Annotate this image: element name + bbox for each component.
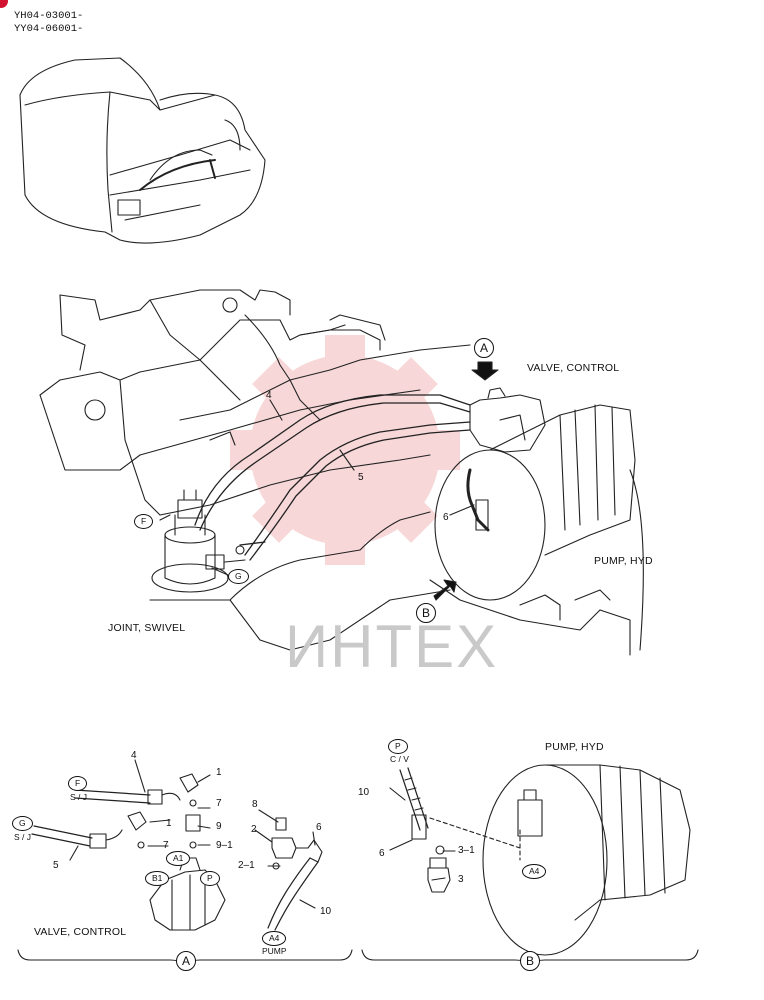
hose-4-label: 4 xyxy=(266,390,272,401)
detail-b-item-3: 3 xyxy=(458,874,464,885)
pump-sketch xyxy=(434,387,644,651)
detail-a-f-sub: S / J xyxy=(70,792,88,802)
detail-b-sketch xyxy=(399,764,691,956)
detail-b-item-10: 10 xyxy=(358,787,370,798)
port-g-callout: G xyxy=(228,569,249,584)
detail-a-item-7a: 7 xyxy=(216,798,222,809)
detail-a-item-1a: 1 xyxy=(216,767,222,778)
joint-swivel-label: JOINT, SWIVEL xyxy=(108,622,186,634)
detail-a-g-callout: G xyxy=(12,816,33,831)
swivel-joint-sketch xyxy=(151,489,246,593)
detail-a-a1-callout: A1 xyxy=(166,851,191,866)
detail-a-item-8: 8 xyxy=(252,799,258,810)
detail-a-item-9-1: 9–1 xyxy=(216,840,233,851)
serial-range: YH04-03001- YY04-06001- xyxy=(14,10,83,36)
serial-line-1: YH04-03001- xyxy=(14,10,84,22)
view-a-marker: A xyxy=(474,338,494,358)
detail-a-title: VALVE, CONTROL xyxy=(34,926,127,938)
detail-a-g-sub: S / J xyxy=(14,832,32,842)
view-a-arrow-icon xyxy=(471,361,499,381)
detail-b-p-sub: C / V xyxy=(390,754,409,764)
detail-a-view-marker: A xyxy=(176,951,196,971)
detail-a-item-5: 5 xyxy=(53,860,59,871)
hose-5-label: 5 xyxy=(358,472,364,483)
detail-a-item-2: 2 xyxy=(251,824,257,835)
detail-a-a4-callout: A4 xyxy=(262,931,287,946)
serial-line-2: YY04-06001- xyxy=(14,23,84,35)
main-frame-sketch xyxy=(39,289,631,656)
detail-b-item-3-1: 3–1 xyxy=(458,845,475,856)
detail-a-b1-callout: B1 xyxy=(145,871,170,886)
detail-a-p-callout: P xyxy=(200,871,220,886)
detail-b-item-6: 6 xyxy=(379,848,385,859)
corner-marker xyxy=(0,0,8,8)
excavator-overview-sketch xyxy=(19,57,266,244)
port-f-callout: F xyxy=(134,514,154,529)
detail-a-a4-sub: PUMP xyxy=(262,946,287,956)
detail-b-view-marker: B xyxy=(520,951,540,971)
detail-a-sketch xyxy=(31,759,456,931)
pump-hyd-label: PUMP, HYD xyxy=(594,555,653,567)
detail-a-item-10: 10 xyxy=(320,906,332,917)
watermark-text: ИНТЕХ xyxy=(285,613,499,680)
detail-b-a4-callout: A4 xyxy=(522,864,547,879)
detail-a-item-4: 4 xyxy=(131,750,137,761)
valve-control-label: VALVE, CONTROL xyxy=(527,362,620,374)
hose-assembly-sketch xyxy=(194,394,471,561)
detail-a-item-7b: 7 xyxy=(163,840,169,851)
detail-a-f-callout: F xyxy=(68,776,88,791)
view-b-arrow-icon xyxy=(433,579,457,601)
hose-6-label: 6 xyxy=(443,512,449,523)
detail-a-item-2-1: 2–1 xyxy=(238,860,255,871)
detail-a-item-1b: 1 xyxy=(166,818,172,829)
detail-b-p-callout: P xyxy=(388,739,408,754)
detail-b-title: PUMP, HYD xyxy=(545,741,604,753)
detail-a-item-9: 9 xyxy=(216,821,222,832)
view-b-marker: B xyxy=(416,603,436,623)
detail-a-item-6: 6 xyxy=(316,822,322,833)
watermark-gear-icon xyxy=(230,335,460,565)
